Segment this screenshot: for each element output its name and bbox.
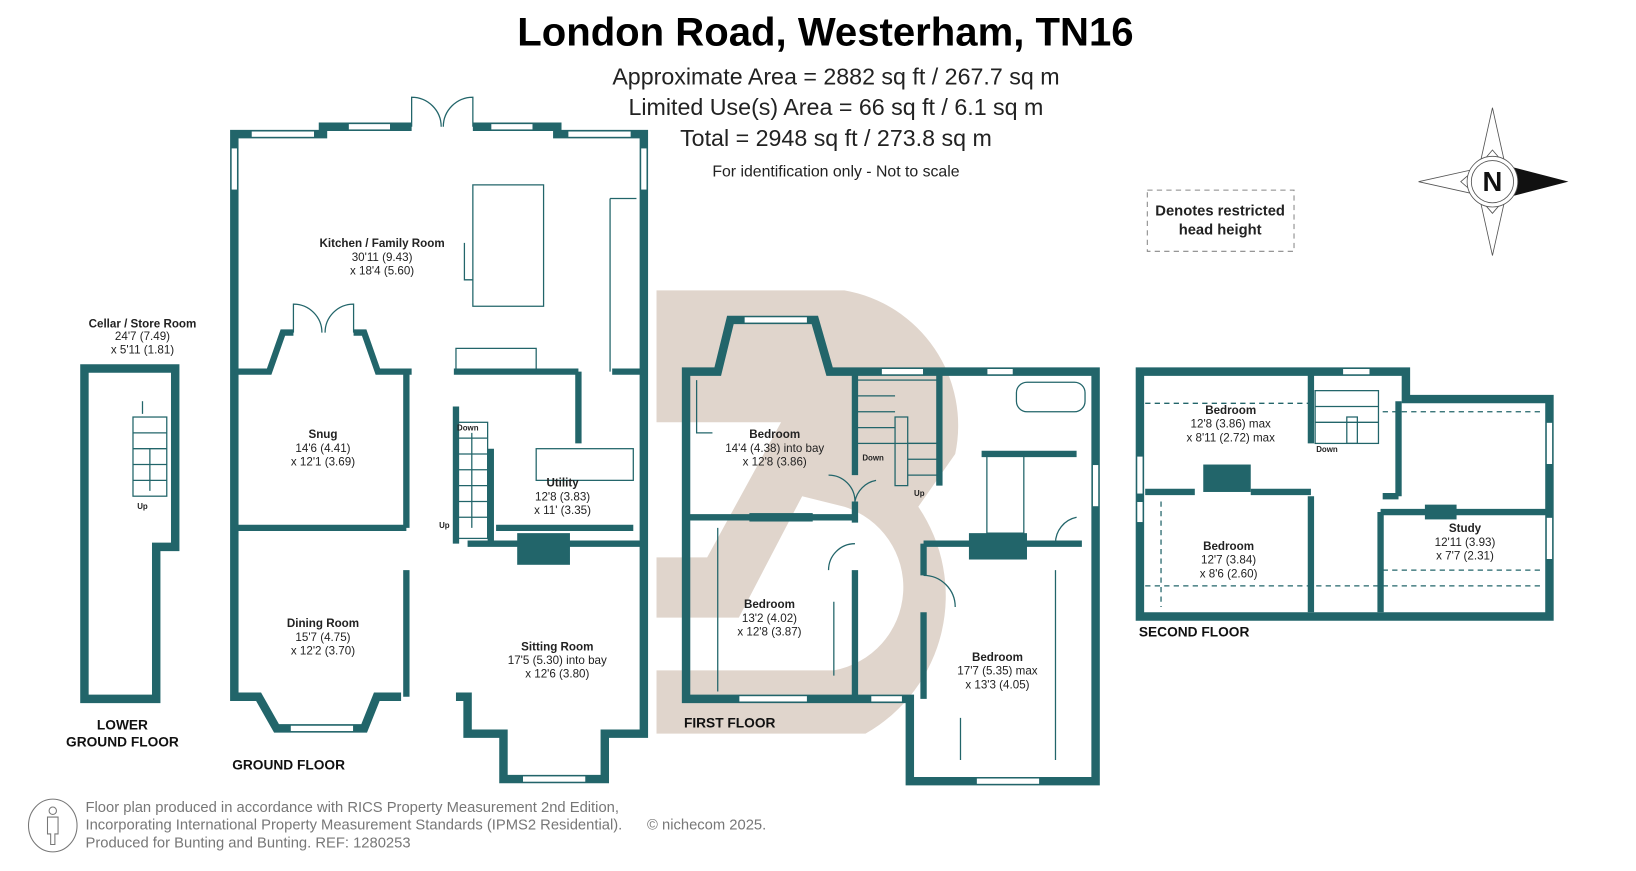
svg-text:12'7 (3.84): 12'7 (3.84) [1201, 554, 1256, 567]
svg-text:head height: head height [1179, 222, 1262, 238]
restricted-height-legend: Denotes restricted head height [1146, 189, 1295, 252]
svg-text:N: N [1483, 166, 1503, 197]
svg-text:SECOND FLOOR: SECOND FLOOR [1139, 625, 1250, 640]
svg-text:Bedroom: Bedroom [972, 651, 1023, 664]
watermark-logo [656, 290, 959, 734]
svg-text:© nichecom 2025.: © nichecom 2025. [647, 818, 766, 834]
first-floor: Down Up Bedroom 14'4 (4.38) into bay x 1… [681, 315, 1100, 786]
svg-text:12'8 (3.86) max: 12'8 (3.86) max [1191, 418, 1271, 431]
lower-ground-floor: Up Cellar / Store Room 24'7 (7.49) x 5'1… [66, 317, 196, 749]
svg-text:LOWER: LOWER [97, 717, 148, 732]
approx-area: Approximate Area = 2882 sq ft / 267.7 sq… [612, 64, 1059, 90]
svg-text:Cellar / Store Room: Cellar / Store Room [89, 317, 197, 330]
svg-text:Snug: Snug [308, 428, 337, 441]
svg-text:x 7'7 (2.31): x 7'7 (2.31) [1436, 550, 1494, 563]
svg-text:Up: Up [137, 502, 148, 511]
svg-text:x 11' (3.35): x 11' (3.35) [534, 504, 591, 517]
svg-text:Up: Up [914, 489, 925, 498]
svg-text:Study: Study [1449, 522, 1482, 535]
svg-text:17'7 (5.35) max: 17'7 (5.35) max [957, 665, 1037, 678]
svg-text:Bedroom: Bedroom [744, 598, 795, 611]
svg-text:13'2 (4.02): 13'2 (4.02) [742, 612, 797, 625]
svg-text:Bedroom: Bedroom [1205, 404, 1256, 417]
svg-text:x 12'2 (3.70): x 12'2 (3.70) [291, 645, 355, 658]
svg-text:Floor plan produced in accorda: Floor plan produced in accordance with R… [85, 800, 618, 816]
svg-text:x 12'1 (3.69): x 12'1 (3.69) [291, 456, 355, 469]
svg-text:x 18'4 (5.60): x 18'4 (5.60) [350, 265, 414, 278]
svg-text:Denotes restricted: Denotes restricted [1155, 203, 1285, 219]
svg-text:x 12'6 (3.80): x 12'6 (3.80) [525, 668, 589, 681]
svg-text:15'7 (4.75): 15'7 (4.75) [295, 631, 350, 644]
svg-text:x 5'11 (1.81): x 5'11 (1.81) [111, 344, 174, 357]
svg-text:Produced for Bunting and Bunti: Produced for Bunting and Bunting. REF: 1… [85, 836, 410, 852]
svg-text:Bedroom: Bedroom [749, 428, 800, 441]
svg-text:Down: Down [457, 424, 479, 433]
page-title: London Road, Westerham, TN16 [517, 10, 1133, 54]
svg-text:24'7 (7.49): 24'7 (7.49) [115, 330, 170, 343]
svg-text:x 13'3 (4.05): x 13'3 (4.05) [965, 678, 1029, 691]
svg-text:FIRST FLOOR: FIRST FLOOR [684, 715, 776, 730]
svg-text:Kitchen / Family Room: Kitchen / Family Room [320, 237, 445, 250]
svg-text:Incorporating International Pr: Incorporating International Property Mea… [85, 818, 622, 834]
svg-text:Down: Down [1316, 445, 1338, 454]
svg-text:x 12'8 (3.87): x 12'8 (3.87) [737, 626, 801, 639]
svg-text:12'8 (3.83): 12'8 (3.83) [535, 490, 590, 503]
svg-text:Bedroom: Bedroom [1203, 540, 1254, 553]
total-area: Total = 2948 sq ft / 273.8 sq m [680, 125, 992, 151]
svg-text:Up: Up [439, 521, 450, 530]
second-floor: Down Bedroom 12'8 (3.86) max x 8'11 (2.7… [1135, 367, 1554, 640]
svg-text:Dining Room: Dining Room [287, 617, 359, 630]
footer: Floor plan produced in accordance with R… [27, 798, 766, 853]
svg-text:x 8'6 (2.60): x 8'6 (2.60) [1200, 567, 1258, 580]
svg-text:Sitting Room: Sitting Room [521, 640, 593, 653]
ground-floor: Down Up Kitchen / Family Room 30'11 (9.4… [230, 96, 649, 784]
svg-text:x 12'8 (3.86): x 12'8 (3.86) [743, 456, 807, 469]
scale-note: For identification only - Not to scale [712, 163, 959, 180]
svg-text:14'6 (4.41): 14'6 (4.41) [295, 442, 350, 455]
svg-text:GROUND FLOOR: GROUND FLOOR [232, 758, 345, 773]
limited-area: Limited Use(s) Area = 66 sq ft / 6.1 sq … [628, 94, 1043, 120]
svg-text:14'4 (4.38) into bay: 14'4 (4.38) into bay [725, 442, 824, 455]
svg-text:30'11 (9.43): 30'11 (9.43) [352, 251, 413, 264]
svg-text:x 8'11 (2.72) max: x 8'11 (2.72) max [1186, 431, 1275, 444]
svg-text:Down: Down [862, 453, 884, 462]
svg-text:12'11 (3.93): 12'11 (3.93) [1435, 536, 1496, 549]
person-scale-icon [27, 798, 78, 853]
compass-icon: N [1418, 107, 1569, 256]
svg-text:GROUND FLOOR: GROUND FLOOR [66, 734, 179, 749]
svg-text:17'5 (5.30) into bay: 17'5 (5.30) into bay [508, 654, 607, 667]
svg-text:Utility: Utility [546, 477, 579, 490]
